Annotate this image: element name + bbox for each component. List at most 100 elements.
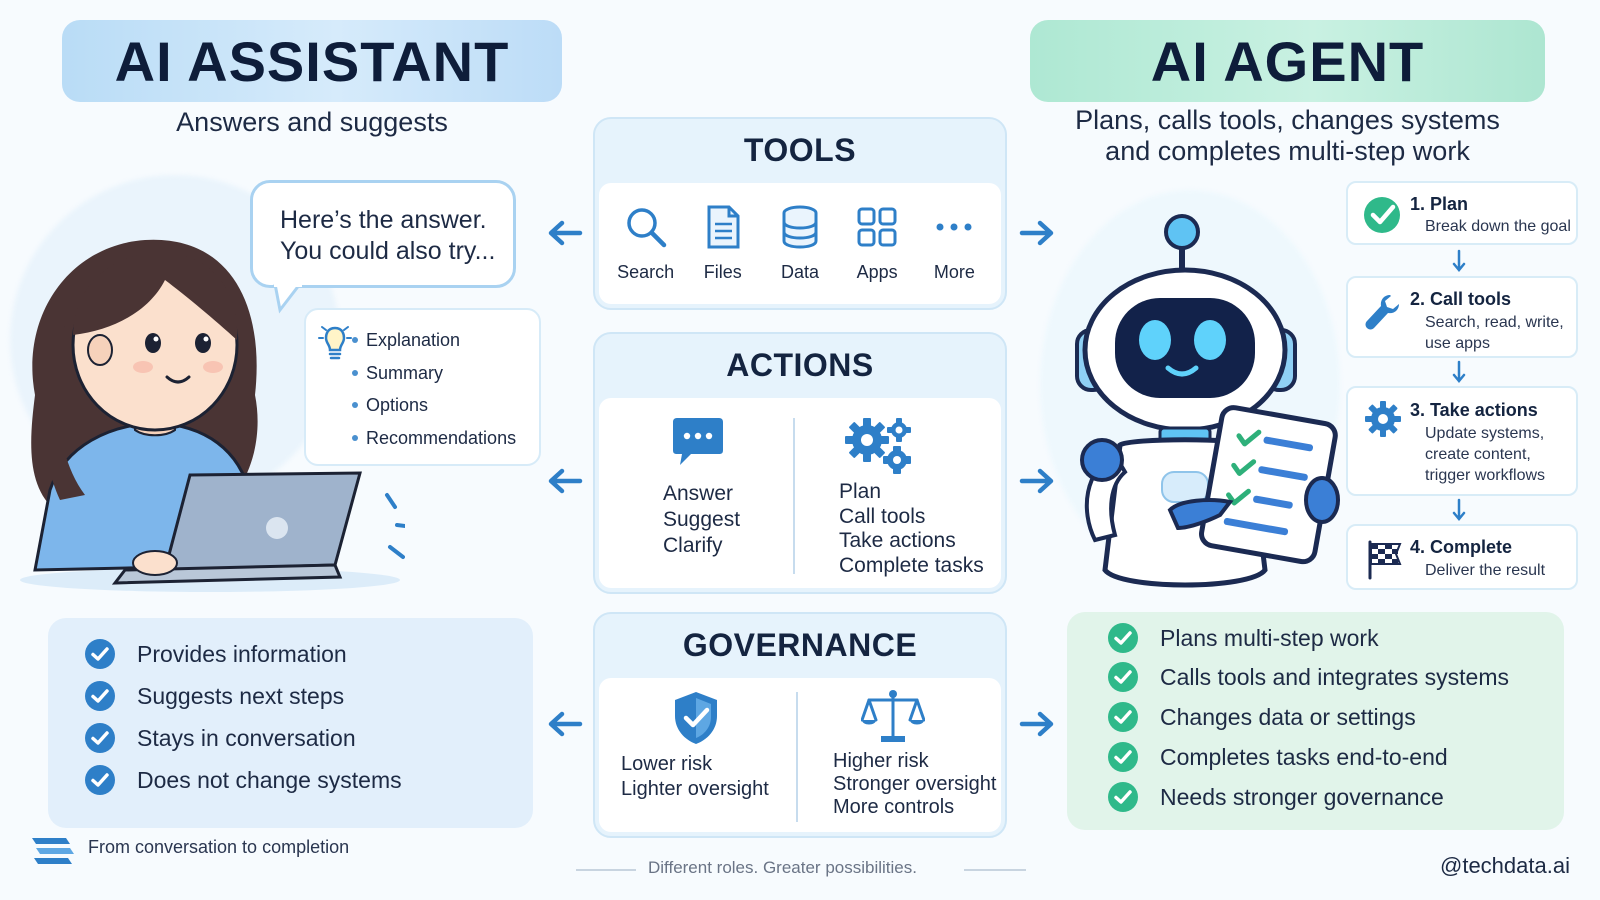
output-item-options: Options: [351, 389, 516, 422]
assistant-action-item: Suggest: [663, 508, 741, 531]
agent-trait-row: Plans multi-step work: [1107, 622, 1379, 654]
arrow-left-icon: [548, 468, 583, 494]
arrow-down-icon: [1452, 249, 1466, 272]
database-icon: [782, 205, 818, 249]
step-desc: Search, read, write, use apps: [1425, 312, 1564, 354]
agent-step-take-actions: 3. Take actions Update systems, create c…: [1346, 386, 1578, 496]
agent-governance-item: Stronger oversight: [833, 773, 997, 795]
assistant-trait-row: Provides information: [84, 638, 347, 670]
assistant-title: AI ASSISTANT: [62, 20, 562, 102]
tool-label: Search: [617, 262, 675, 282]
assistant-trait-text: Does not change systems: [137, 766, 402, 793]
bubble-line-1: Here’s the answer.: [280, 206, 487, 234]
agent-trait-text: Calls tools and integrates systems: [1160, 663, 1509, 690]
governance-title: GOVERNANCE: [682, 626, 918, 663]
robot-with-checklist-illustration: [1075, 214, 1340, 588]
tools-panel: TOOLS Search Files Data Apps More: [593, 117, 1007, 310]
agent-trait-text: Needs stronger governance: [1160, 783, 1444, 810]
document-icon: [707, 205, 740, 249]
footer-tagline: From conversation to completion: [88, 837, 350, 857]
arrow-right-icon: [1019, 220, 1054, 246]
tool-more: More: [918, 204, 990, 283]
step-desc-line: Search, read, write,: [1425, 314, 1564, 331]
step-desc-line: trigger workflows: [1425, 467, 1546, 484]
assistant-governance-item: Lower risk: [621, 753, 713, 775]
assistant-trait-row: Stays in conversation: [84, 722, 356, 754]
tool-label: More: [933, 262, 975, 282]
check-circle-icon: [85, 765, 115, 795]
arrow-down-icon: [1452, 360, 1466, 383]
agent-traits-card: Plans multi-step work Calls tools and in…: [1067, 612, 1564, 830]
actions-divider: [793, 418, 795, 574]
step-desc-line: Deliver the result: [1425, 562, 1546, 579]
balance-scale-icon: [861, 690, 925, 742]
shield-check-icon: [675, 692, 717, 744]
agent-trait-row: Calls tools and integrates systems: [1107, 661, 1509, 693]
tool-label: Data: [780, 262, 819, 282]
step-title: 1. Plan: [1410, 194, 1469, 214]
step-desc: Break down the goal: [1425, 216, 1571, 237]
check-circle-icon: [85, 639, 115, 669]
actions-title: ACTIONS: [726, 346, 874, 383]
checkered-flag-icon: [1368, 540, 1402, 580]
footer-divider-left: [576, 869, 636, 871]
agent-governance-text: Higher risk Stronger oversight More cont…: [833, 750, 996, 819]
assistant-trait-text: Suggests next steps: [137, 682, 345, 709]
step-desc: Update systems, create content, trigger …: [1425, 423, 1545, 486]
person-with-laptop-illustration: [20, 239, 405, 592]
wrench-icon: [1365, 295, 1399, 330]
step-title: 2. Call tools: [1410, 289, 1512, 309]
chat-bubble-icon: [673, 418, 723, 465]
agent-subtitle-line-1: Plans, calls tools, changes systems: [1075, 105, 1500, 135]
check-circle-icon: [85, 681, 115, 711]
agent-step-complete: 4. Complete Deliver the result: [1346, 524, 1578, 590]
assistant-outputs-list: Explanation Summary Options Recommendati…: [351, 324, 516, 455]
step-desc: Deliver the result: [1425, 560, 1545, 581]
assistant-trait-text: Stays in conversation: [137, 724, 356, 751]
assistant-subtitle: Answers and suggests: [176, 107, 448, 137]
footer-divider-right: [964, 869, 1026, 871]
tool-files: Files: [687, 204, 759, 283]
assistant-governance-text: Lower risk Lighter oversight: [621, 752, 769, 802]
tool-data: Data: [764, 204, 836, 283]
agent-actions-text: Plan Call tools Take actions Complete ta…: [839, 480, 984, 578]
arrow-right-icon: [1019, 711, 1054, 737]
agent-trait-row: Changes data or settings: [1107, 701, 1416, 733]
agent-trait-text: Changes data or settings: [1160, 703, 1416, 730]
assistant-actions-text: Answer Suggest Clarify: [663, 481, 740, 559]
step-desc-line: Break down the goal: [1425, 218, 1571, 235]
bubble-tail: [273, 284, 302, 314]
gear-icon: [1365, 401, 1401, 437]
lightbulb-icon: [318, 326, 352, 360]
governance-divider: [796, 692, 798, 822]
check-circle-icon: [1108, 782, 1138, 812]
agent-subtitle-line-2: and completes multi-step work: [1105, 136, 1470, 166]
tools-title: TOOLS: [743, 131, 857, 168]
step-desc-line: use apps: [1425, 335, 1490, 352]
more-dots-icon: [936, 223, 972, 231]
footer-center-text: Different roles. Greater possibilities.: [648, 858, 917, 877]
tool-label: Apps: [856, 262, 898, 282]
agent-step-call-tools: 2. Call tools Search, read, write, use a…: [1346, 276, 1578, 358]
footer-handle: @techdata.ai: [1440, 853, 1570, 878]
agent-governance-item: More controls: [833, 796, 955, 818]
books-stack-icon: [32, 838, 74, 864]
check-badge-icon: [1364, 197, 1400, 233]
check-circle-icon: [1108, 742, 1138, 772]
actions-content: Answer Suggest Clarify Plan Cal: [599, 398, 1001, 588]
actions-panel: ACTIONS Answer Suggest Clarify: [593, 332, 1007, 594]
arrow-down-icon: [1452, 498, 1466, 521]
magnifier-icon: [626, 208, 666, 248]
assistant-trait-text: Provides information: [137, 640, 347, 667]
arrow-right-icon: [1019, 468, 1054, 494]
agent-subtitle: Plans, calls tools, changes systems and …: [1030, 105, 1545, 167]
output-item-recommendations: Recommendations: [351, 422, 516, 455]
check-circle-icon: [1108, 623, 1138, 653]
assistant-governance-item: Lighter oversight: [621, 778, 769, 800]
assistant-speech-bubble: Here’s the answer. You could also try...: [250, 180, 516, 288]
agent-trait-text: Plans multi-step work: [1160, 624, 1379, 651]
step-title: 3. Take actions: [1410, 400, 1538, 420]
agent-action-item: Complete tasks: [839, 553, 984, 577]
agent-step-plan: 1. Plan Break down the goal: [1346, 181, 1578, 245]
step-desc-line: Update systems,: [1425, 425, 1545, 442]
